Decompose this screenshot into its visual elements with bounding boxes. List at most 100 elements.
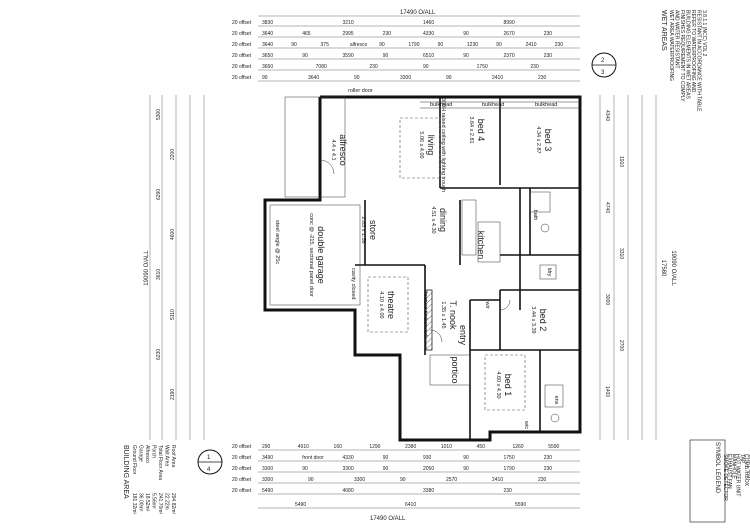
area-label: Total Floor Area bbox=[157, 445, 163, 480]
top-dim-value: 465 bbox=[302, 31, 311, 37]
right-dim-value: 3000 bbox=[604, 294, 610, 305]
bottom-dim-value: 160 bbox=[334, 444, 343, 450]
top-dim-value: 3590 bbox=[343, 53, 354, 59]
top-dim-value: 1230 bbox=[467, 42, 478, 48]
bottom-dim-value: 1010 bbox=[441, 444, 452, 450]
bulkhead-label-1: bulkhead bbox=[430, 102, 452, 108]
svg-text:4.10 x 4.00: 4.10 x 4.00 bbox=[378, 291, 384, 318]
wet-areas-title: WET AREAS bbox=[660, 10, 667, 51]
svg-text:300H raised ceiling with light: 300H raised ceiling with lighting trough bbox=[440, 98, 446, 192]
left-dim-value: 3610 bbox=[156, 269, 162, 280]
top-dim-value: 230 bbox=[383, 31, 392, 37]
bottom-dim-value: 230 bbox=[538, 477, 547, 483]
building-sheet-total: 4 bbox=[207, 467, 211, 473]
room-bed2: bed 2 3.44 x 3.39 bbox=[530, 306, 548, 333]
bottom-overall-value: 5590 bbox=[515, 502, 526, 508]
top-dim-value: 90 bbox=[423, 64, 429, 70]
top-row-label: 20 offset bbox=[232, 53, 252, 59]
wet-areas-badge: 2 3 bbox=[591, 52, 617, 78]
right-dim-value: 1400 bbox=[604, 386, 610, 397]
svg-text:dining: dining bbox=[438, 208, 448, 232]
left-dim-value: 5110 bbox=[170, 309, 176, 320]
top-dim-value: 3300 bbox=[400, 75, 411, 81]
top-dim-value: 230 bbox=[369, 64, 378, 70]
bottom-dim-value: 230 bbox=[544, 455, 553, 461]
svg-text:bath: bath bbox=[532, 210, 538, 221]
top-dim-value: 3830 bbox=[262, 20, 273, 26]
room-garage: double garage conc @ -215, sectional pan… bbox=[308, 213, 326, 297]
top-dim-value: 90 bbox=[438, 42, 444, 48]
bottom-row-label: 20 offset bbox=[232, 488, 252, 494]
building-area-table: BUILDING AREA Ground Floor181.32m²Garage… bbox=[122, 445, 176, 514]
top-dim-value: 3640 bbox=[308, 75, 319, 81]
top-dim-value: 230 bbox=[544, 53, 553, 59]
svg-text:4.51 x 4.30: 4.51 x 4.30 bbox=[430, 206, 436, 233]
top-dim-value: 2670 bbox=[504, 31, 515, 37]
bottom-dim-value: 2410 bbox=[492, 477, 503, 483]
svg-text:portico: portico bbox=[450, 356, 460, 383]
area-value: 181.32m² bbox=[131, 493, 137, 514]
bottom-dim-value: 290 bbox=[262, 444, 271, 450]
room-bed1: bed 1 4.60 x 4.30 bbox=[495, 371, 513, 398]
bottom-dim-value: 230 bbox=[504, 488, 513, 494]
room-ens: ens bbox=[553, 396, 559, 405]
room-portico: portico bbox=[450, 356, 460, 383]
svg-text:4.60 x 4.30: 4.60 x 4.30 bbox=[495, 371, 501, 398]
left-dim-value: 2200 bbox=[170, 149, 176, 160]
top-row-label: 20 offset bbox=[232, 64, 252, 70]
top-dimension-strings: 17490 O/ALL 20 offset 3830 3210 1460 8990 20 … bbox=[232, 10, 580, 82]
area-value: 22.22m bbox=[164, 493, 170, 510]
room-store: store 2.85 x 1.56 bbox=[360, 216, 378, 243]
area-rows: Ground Floor181.32m²Garage36.00m²Alfresc… bbox=[131, 445, 176, 514]
top-dim-value: 3640 bbox=[262, 31, 273, 37]
top-dim-value: 90 bbox=[262, 75, 268, 81]
wet-sheet-total: 3 bbox=[601, 70, 605, 76]
top-overall-dim: 17490 O/ALL bbox=[400, 10, 436, 16]
cavity-closed-label: cavity closed bbox=[350, 268, 356, 300]
top-dim-value: 230 bbox=[544, 31, 553, 37]
room-theatre: theatre 4.10 x 4.00 bbox=[378, 291, 396, 319]
svg-text:wic: wic bbox=[523, 420, 529, 429]
left-dim-value: 4600 bbox=[170, 229, 176, 240]
top-dim-value: 90 bbox=[379, 42, 385, 48]
right-dimension-strings: 19090 O/ALL 17580 4340191047403310300027… bbox=[599, 95, 676, 440]
top-dim-value: 3650 bbox=[262, 53, 273, 59]
bottom-dim-value: 1290 bbox=[369, 444, 380, 450]
top-dim-value: 8990 bbox=[504, 20, 515, 26]
top-dim-value: 1750 bbox=[477, 64, 488, 70]
left-overall-dim: 19090 O/ALL bbox=[144, 250, 150, 286]
top-dim-value: 90 bbox=[383, 53, 389, 59]
bottom-dim-value: 2050 bbox=[423, 466, 434, 472]
top-row-label: 20 offset bbox=[232, 20, 252, 26]
svg-text:4.34 x 2.87: 4.34 x 2.87 bbox=[535, 126, 541, 153]
bottom-dim-value: 3380 bbox=[423, 488, 434, 494]
svg-text:bed 3: bed 3 bbox=[543, 129, 553, 152]
top-dim-value: 3210 bbox=[343, 20, 354, 26]
left-dim-value: 2190 bbox=[170, 389, 176, 400]
legend-label: GAS POINT bbox=[747, 454, 750, 481]
top-dim-value: 3640 bbox=[262, 42, 273, 48]
wet-note-line: AND WATER RESISTANT bbox=[674, 10, 680, 69]
svg-text:2.85 x 1.56: 2.85 x 1.56 bbox=[360, 216, 366, 243]
area-value: 18.52m² bbox=[144, 493, 150, 512]
top-dim-value: 375 bbox=[321, 42, 330, 48]
bottom-dim-value: 5490 bbox=[262, 488, 273, 494]
room-tnook: T. nook 1.35 x 1.45 bbox=[440, 300, 458, 330]
bottom-dim-value: 230 bbox=[544, 466, 553, 472]
legend-label: COMB./HBOX bbox=[743, 454, 749, 487]
top-dim-value: 4330 bbox=[423, 31, 434, 37]
svg-text:kitchen: kitchen bbox=[476, 231, 486, 260]
bottom-dim-value: 2570 bbox=[446, 477, 457, 483]
bottom-row-label: 20 offset bbox=[232, 477, 252, 483]
roller-door-label: roller door bbox=[348, 88, 373, 94]
bottom-row-label: 20 offset bbox=[232, 455, 252, 461]
top-dim-value: 90 bbox=[302, 53, 308, 59]
svg-text:store: store bbox=[368, 220, 378, 240]
top-dim-value: 1460 bbox=[423, 20, 434, 26]
legend-label: HOT WATER UNIT bbox=[735, 454, 741, 496]
right-dim-value: 2700 bbox=[618, 340, 624, 351]
